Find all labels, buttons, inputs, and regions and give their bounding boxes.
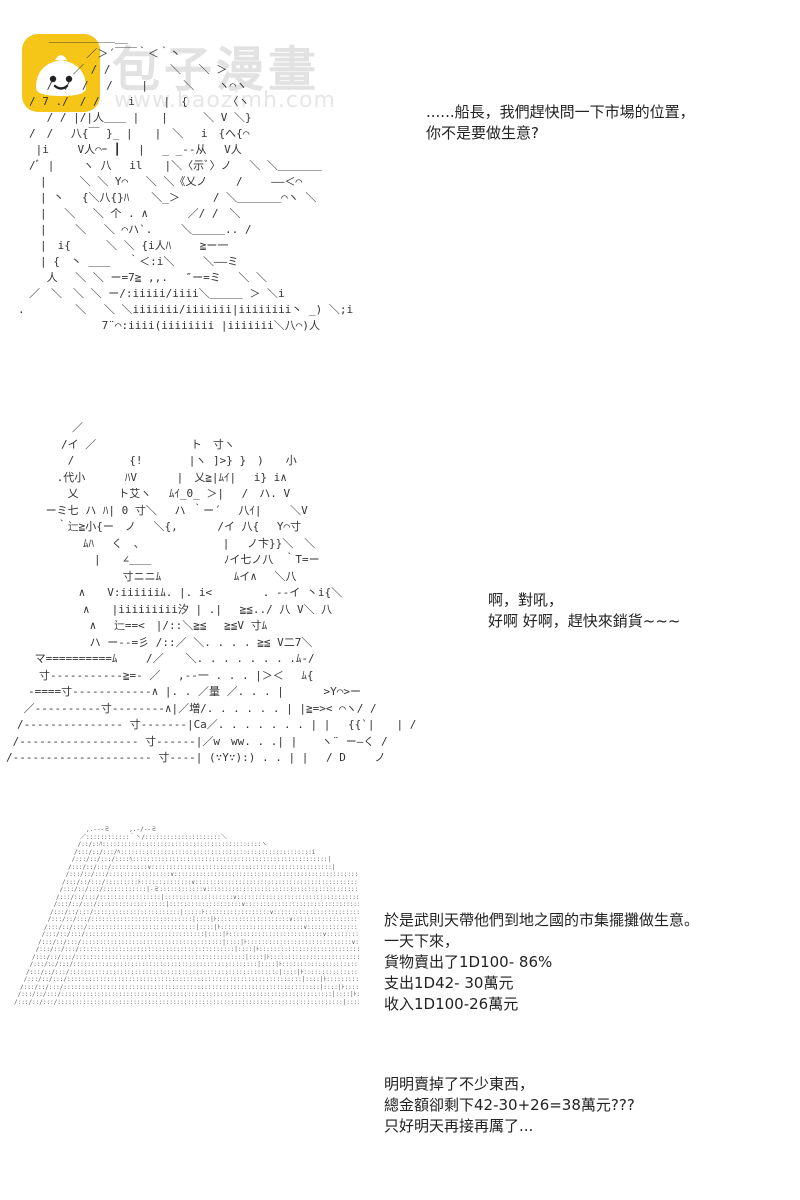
narration-line: 一天下來， <box>384 932 460 950</box>
narration-line: 貨物賣出了1D100- 86% <box>384 953 553 971</box>
narration-line: 支出1D42- 30萬元 <box>384 974 514 992</box>
ascii-art-empress: ,.---ミ ,.-/--ミ ／::::::::::::｀丶/:::::::::… <box>14 826 359 1006</box>
ascii-art-merchant: ／ /イ ／ ト 寸ヽ / {! |ヽ ]>} } ) 小 .代小 ﾊV | 乂… <box>6 421 417 764</box>
narration-line: 收入1D100-26萬元 <box>384 995 519 1013</box>
dialog-line: ......船長，我們趕快問一下市場的位置， <box>426 103 695 121</box>
dialog-merchant: 啊，對吼， 好啊 好啊，趕快來銷貨~~~ <box>488 590 680 632</box>
dialog-line: 好啊 好啊，趕快來銷貨~~~ <box>488 612 681 630</box>
dialog-line: 啊，對吼， <box>488 591 564 609</box>
narration-market: 於是武則天帶他們到地之國的市集擺攤做生意。 一天下來， 貨物賣出了1D100- … <box>384 910 699 1015</box>
ascii-art-captain: ＿＿＿＿＿＿__ ／＞´￣￣｀＜｀丶 ／ / / ＼ ＼ ＞ / / / / |… <box>18 31 354 332</box>
narration-line: 總金額卻剩下42-30+26=38萬元??? <box>384 1096 635 1114</box>
dialog-captain: ......船長，我們趕快問一下市場的位置， 你不是要做生意? <box>426 102 695 144</box>
narration-result: 明明賣掉了不少東西， 總金額卻剩下42-30+26=38萬元??? 只好明天再接… <box>384 1074 635 1137</box>
narration-line: 明明賣掉了不少東西， <box>384 1075 535 1093</box>
baozi-bun-icon <box>22 34 100 112</box>
narration-line: 只好明天再接再厲了... <box>384 1117 534 1135</box>
watermark-title: 包子漫畫 <box>112 42 321 98</box>
watermark-url: www.baozimh.com <box>114 88 336 113</box>
dialog-line: 你不是要做生意? <box>426 124 539 142</box>
narration-line: 於是武則天帶他們到地之國的市集擺攤做生意。 <box>384 911 700 929</box>
